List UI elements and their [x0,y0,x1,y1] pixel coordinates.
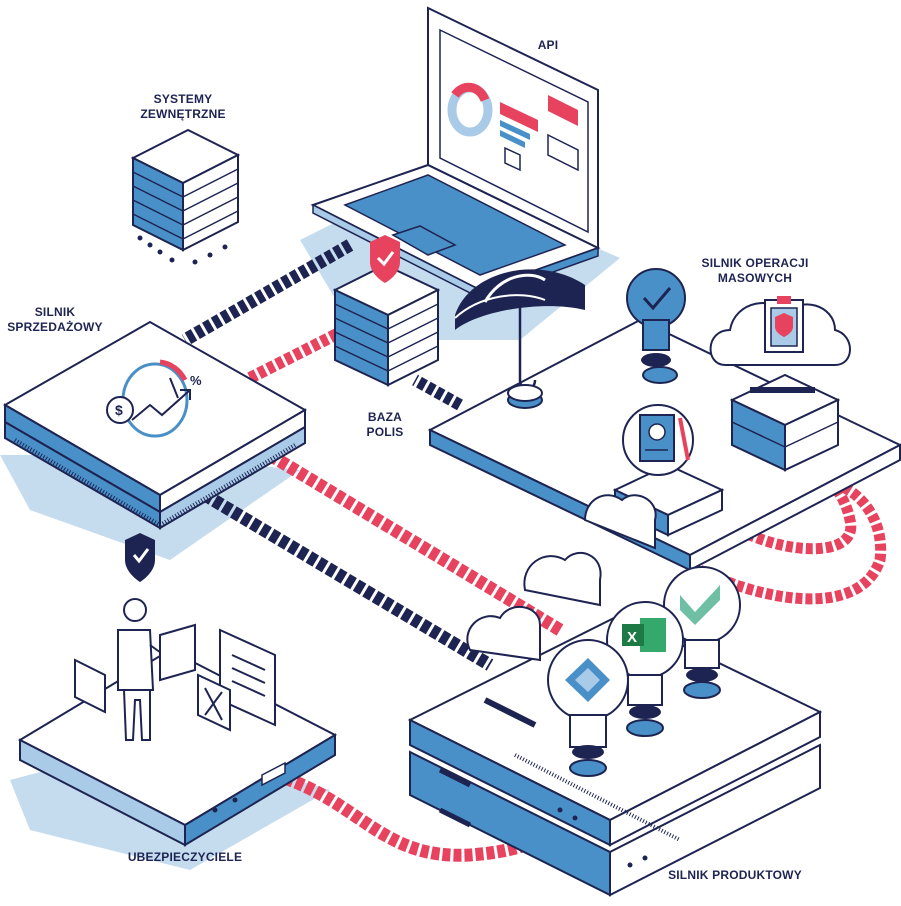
product-engine-platform: X [407,494,823,897]
label-external-systems-line-1: SYSTEMY [153,92,213,106]
label-external-systems: SYSTEMY ZEWNĘTRZNE [118,92,248,122]
sales-engine-platform: $ % [2,320,308,582]
shield-icon [370,235,400,283]
external-systems-server [130,128,241,265]
label-sales-engine-line-1: SILNIK [34,305,76,319]
label-policy-db-line-1: BAZA [367,410,403,424]
label-api-line-1: API [537,38,559,52]
chart-donut-icon [447,82,493,137]
connector-external-sales [181,239,354,346]
dollar-glyph: $ [115,402,123,418]
label-api: API [528,38,568,53]
percent-glyph: % [190,373,202,388]
label-insurers: UBEZPIECZYCIELE [100,850,270,865]
label-external-systems-line-2: ZEWNĘTRZNE [140,107,226,121]
connector-sales-policy [247,324,348,384]
umbrella-icon [454,269,585,409]
label-product-engine-line-1: SILNIK PRODUKTOWY [668,868,802,882]
label-bulk-ops-engine-line-2: MASOWYCH [717,271,793,285]
connector-sales-product-navy [201,489,494,671]
label-sales-engine: SILNIK SPRZEDAŻOWY [0,305,110,335]
connector-right-loop-2 [697,483,887,605]
excel-lightbulb-icon [606,601,684,737]
lightbulb-teal-icon [663,566,741,699]
label-policy-db: BAZA POLIS [355,410,415,440]
policy-database-server [332,235,441,387]
checkmark-lightbulb-icon [626,268,686,384]
document-boards [74,623,276,732]
bulk-operations-server [709,296,851,472]
sales-chart-icon [106,359,191,438]
label-insurers-line-1: UBEZPIECZYCIELE [127,850,243,864]
shield-icon [125,533,155,582]
connector-policy-inbound [412,374,463,411]
connector-product-sales-red [271,452,564,636]
label-bulk-ops-engine-line-1: SILNIK OPERACJI [701,256,809,270]
cloud-icons [466,494,657,662]
excel-glyph: X [627,629,637,646]
label-sales-engine-line-2: SPRZEDAŻOWY [7,320,103,334]
label-bulk-ops-engine: SILNIK OPERACJI MASOWYCH [680,256,830,286]
insurers-platform [17,598,338,847]
label-policy-db-line-2: POLIS [366,425,404,439]
blue-logo-lightbulb-icon [547,639,629,777]
label-product-engine: SILNIK PRODUKTOWY [650,868,820,883]
